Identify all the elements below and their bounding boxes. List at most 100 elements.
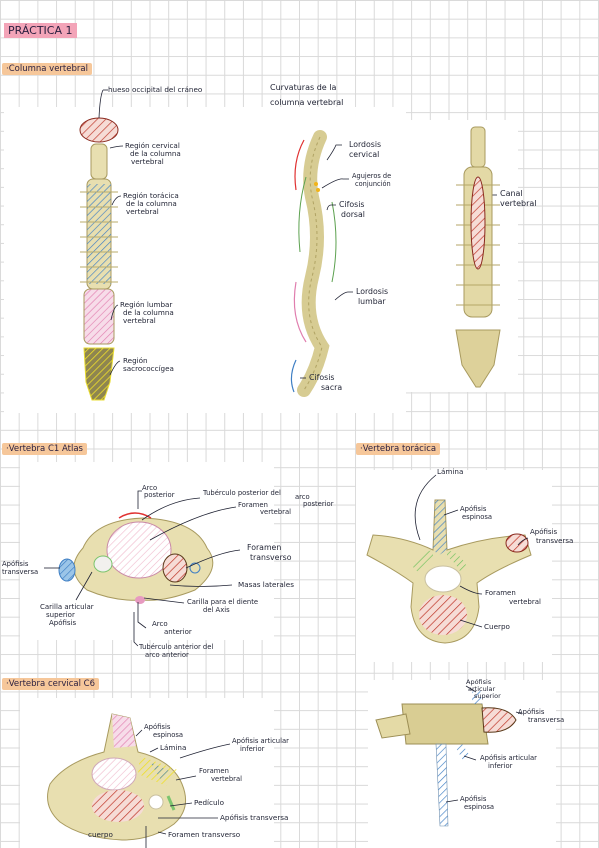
label-agujeros-conjuncion: Agujeros de conjunción [352,172,391,188]
label-lamina-cervical: Lámina [160,743,187,752]
curvaturas-heading-line-2: columna vertebral [270,98,344,107]
label-line: vertebral [126,207,159,216]
label-line: espinosa [462,513,493,521]
label-cuerpo-toracica: Cuerpo [484,622,510,631]
label-tuberculo-anterior: Tubérculo anterior del arco anterior [139,643,213,659]
label-cifosis-dorsal: Cifosis dorsal [339,200,365,220]
section-atlas-heading: ·Vertebra C1 Atlas [2,443,87,455]
label-foramen-transverso-atlas: Foramen transverso [247,543,292,562]
label-line: posterior [203,501,334,508]
label-line: Tubérculo anterior del [139,643,214,651]
label-line: inferior [488,762,513,770]
label-lordosis-cervical: Lordosis cervical [349,140,381,160]
label-line: Arco [152,620,168,628]
label-lordosis-lumbar: Lordosis lumbar [356,287,388,307]
label-line: lumbar [358,297,386,306]
label-line: transversa [528,715,565,724]
label-line: Foramen [238,501,268,509]
label-pediculo: Pedículo [194,798,224,807]
label-line: vertebral [260,508,292,516]
label-apofisis-articular-superior: Apófisis articular superior [466,679,501,700]
label-region-lumbar: Región lumbar de la columna vertebral [120,301,174,325]
section-toracica-heading: ·Vertebra torácica [356,443,441,455]
label-line: Cifosis [309,373,335,382]
label-line: Foramen [247,543,282,552]
spine-posterior-illustration [455,126,501,388]
label-line: del Axis [203,606,230,614]
curvaturas-heading: Curvaturas de la columna vertebral [270,80,343,110]
label-line: sacra [321,383,343,392]
label-line: anterior [164,628,192,636]
label-line: superior [474,692,501,700]
cervical-illustration [47,713,187,841]
label-foramen-vertebral-cervical: Foramen vertebral [199,767,242,783]
label-line: arco anterior [145,651,189,659]
label-apofisis-transversa-lateral: Apófisis transversa [518,708,565,724]
label-line: espinosa [153,731,184,739]
section-columna-heading: ·Columna vertebral [2,63,92,75]
label-part: Tubérculo posterior del [203,489,281,497]
label-line: inferior [240,745,265,753]
label-part: arco [295,493,310,501]
label-apofisis-espinosa-toracica: Apófisis espinosa [460,505,492,521]
label-line: Carilla articular [40,603,94,611]
label-masas-laterales: Masas laterales [238,580,294,589]
label-canal-vertebral: Canal vertebral [500,189,537,209]
curvaturas-heading-line-1: Curvaturas de la [270,83,337,92]
label-line: Región [123,356,148,365]
label-line: Apófisis [460,795,487,803]
label-line: Foramen [485,589,516,597]
label-line: de la columna [130,149,181,158]
label-line: Apófisis [530,528,558,536]
label-line: arco [203,494,334,501]
label-foramen-transverso-cervical: Foramen transverso [168,830,241,839]
label-line: conjunción [355,179,391,188]
label-apofisis-espinosa-lateral: Apófisis espinosa [460,795,494,811]
label-line: Lordosis [356,287,389,296]
label-line: Apófisis [49,619,77,627]
label-part: posterior [303,500,334,508]
label-line: transverso [250,552,292,562]
label-apofisis-transversa-atlas: Apófisis transversa [2,560,38,576]
label-line: transversa [536,537,574,545]
label-line: Apófisis [466,678,492,686]
label-hueso-occipital: hueso occipital del cráneo [108,85,203,94]
label-tuberculo-posterior: Tubérculo posterior del arco posterior [203,490,334,508]
label-apofisis-articular-inferior-lateral: Apófisis articular inferior [480,754,537,770]
label-line: vertebral [509,598,541,606]
label-line: Apófisis articular [232,737,289,745]
label-arco-anterior: Arco anterior [152,620,192,636]
section-cervical-heading: ·Vertebra cervical C6 [2,678,100,690]
label-line: Apófisis [460,505,487,513]
label-apofisis-espinosa-cervical: Apófisis espinosa [144,723,183,739]
label-line: dorsal [341,210,365,219]
label-line: Apófisis [518,708,545,716]
label-foramen-vertebral-atlas: Foramen vertebral [238,502,291,516]
columna-photo-panel [4,107,406,413]
toracica-illustration [366,499,532,644]
label-line: vertebral [131,157,164,166]
label-line: Tubérculo posterior del [203,490,334,497]
label-line: Carilla para el diente [187,598,259,606]
label-region-sacrococcigea: Región sacrococcígea [123,357,174,373]
label-line: transversa [2,568,39,576]
label-apofisis-transversa-toracica: Apófisis transversa [530,528,573,546]
label-line: vertebral [500,199,537,208]
label-line: de la columna [126,199,177,208]
label-line: Apófisis [144,723,171,731]
label-region-toracica: Región torácica de la columna vertebral [123,192,179,216]
label-cuerpo-cervical: cuerpo [88,830,113,839]
label-line: vertebral [211,775,243,783]
page-title: PRÁCTICA 1 [4,23,77,38]
label-foramen-vertebral-toracica: Foramen vertebral [485,589,541,607]
label-line: vertebral [123,316,156,325]
label-line: Región lumbar [120,300,173,309]
label-region-cervical: Región cervical de la columna vertebral [125,142,181,166]
label-line: Cifosis [339,200,365,209]
label-line: articular [468,685,496,693]
label-carilla-articular: Carilla articular superior Apófisis [40,603,94,627]
